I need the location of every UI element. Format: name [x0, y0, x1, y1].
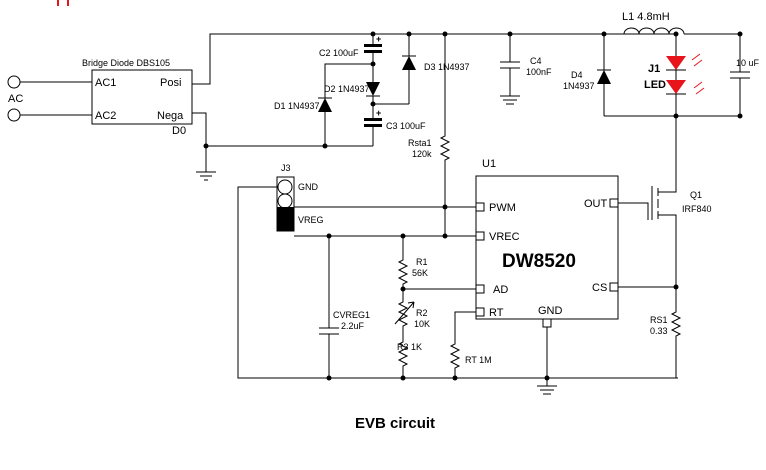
c4-capacitor: C4 100nF — [500, 31, 552, 105]
rsta1-ref: Rsta1 — [408, 138, 432, 148]
output-capacitor: 10 uF — [730, 31, 760, 119]
d4-value: 1N4937 — [563, 81, 595, 91]
c3-label: C3 100uF — [386, 121, 426, 131]
d3-label: D3 1N4937 — [424, 62, 470, 72]
bridge-diode: Bridge Diode DBS105 AC1 AC2 Posi Nega D0 — [82, 58, 193, 137]
bridge-ref: D0 — [172, 125, 186, 137]
d4-diode: D4 1N4937 — [563, 31, 611, 116]
r1-ref: R1 — [416, 257, 428, 267]
u1-pin-cs: CS — [592, 282, 607, 294]
svg-text:+: + — [376, 108, 381, 118]
j1-name: LED — [644, 79, 666, 91]
j3-gnd: GND — [298, 182, 319, 192]
r3-label: R3 1K — [397, 342, 422, 352]
led-string: J1 LED — [644, 31, 740, 116]
ac-label: AC — [8, 93, 23, 105]
q1-part: IRF840 — [682, 204, 712, 214]
u1-pin-gnd: GND — [538, 305, 563, 317]
l1-label: L1 4.8mH — [622, 11, 670, 23]
j3-vreg: VREG — [298, 215, 324, 225]
caption: EVB circuit — [355, 415, 435, 432]
bridge-pin-ac2: AC2 — [95, 110, 116, 122]
cout-label: 10 uF — [736, 58, 760, 68]
u1-pin-vrec: VREC — [489, 231, 520, 243]
rt-label: RT 1M — [465, 355, 492, 365]
u1-pin-rt: RT — [489, 307, 504, 319]
rsta1-resistor: Rsta1 120k — [408, 31, 451, 236]
q1-mosfet: Q1 IRF840 — [618, 116, 712, 287]
d1-label: D1 1N4937 — [274, 101, 320, 111]
u1-pin-out: OUT — [584, 198, 608, 210]
j3-ref: J3 — [281, 163, 291, 173]
ground-loop — [237, 186, 678, 379]
r1-value: 56K — [412, 268, 428, 278]
corner-mark — [57, 0, 69, 6]
u1-ref: U1 — [482, 158, 496, 170]
rt-resistor: RT 1M — [449, 311, 492, 381]
rsta1-value: 120k — [412, 149, 432, 159]
rs1-ref: RS1 — [650, 315, 668, 325]
r1-r2-r3-divider: R1 56K R2 10K R3 1K — [394, 236, 476, 381]
bridge-pin-nega: Nega — [157, 110, 184, 122]
u1-controller: U1 DW8520 PWM VREC AD RT GND OUT CS — [475, 158, 619, 328]
u1-part: DW8520 — [502, 251, 576, 272]
rs1-value: 0.33 — [650, 326, 668, 336]
rs1-resistor: RS1 0.33 — [618, 284, 682, 379]
ac-input: AC — [7, 75, 92, 122]
bridge-title: Bridge Diode DBS105 — [82, 58, 170, 68]
l1-inductor: L1 4.8mH — [622, 11, 685, 35]
bridge-gnd — [192, 112, 216, 181]
cvreg1-ref: CVREG1 — [333, 310, 370, 320]
c4-ref: C4 — [530, 56, 542, 66]
j3-jumper: J3 GND VREG — [276, 163, 324, 232]
valley-fill: + + C2 100uF D2 1N4937 D1 1N4937 C3 100u… — [274, 31, 470, 149]
d4-ref: D4 — [571, 70, 583, 80]
j1-ref: J1 — [648, 63, 660, 75]
ground-symbol — [537, 378, 557, 395]
cvreg1-value: 2.2uF — [341, 321, 365, 331]
r2-ref: R2 — [416, 308, 428, 318]
r2-value: 10K — [414, 319, 430, 329]
u1-pin-ad: AD — [493, 284, 508, 296]
svg-text:+: + — [376, 34, 381, 44]
d2-label: D2 1N4937 — [324, 84, 370, 94]
q1-ref: Q1 — [690, 190, 702, 200]
bridge-pin-posi: Posi — [160, 77, 181, 89]
c2-label: C2 100uF — [319, 48, 359, 58]
cvreg1-capacitor: CVREG1 2.2uF — [319, 236, 370, 381]
c4-value: 100nF — [526, 67, 552, 77]
u1-pin-pwm: PWM — [489, 202, 516, 214]
bridge-pin-ac1: AC1 — [95, 77, 116, 89]
